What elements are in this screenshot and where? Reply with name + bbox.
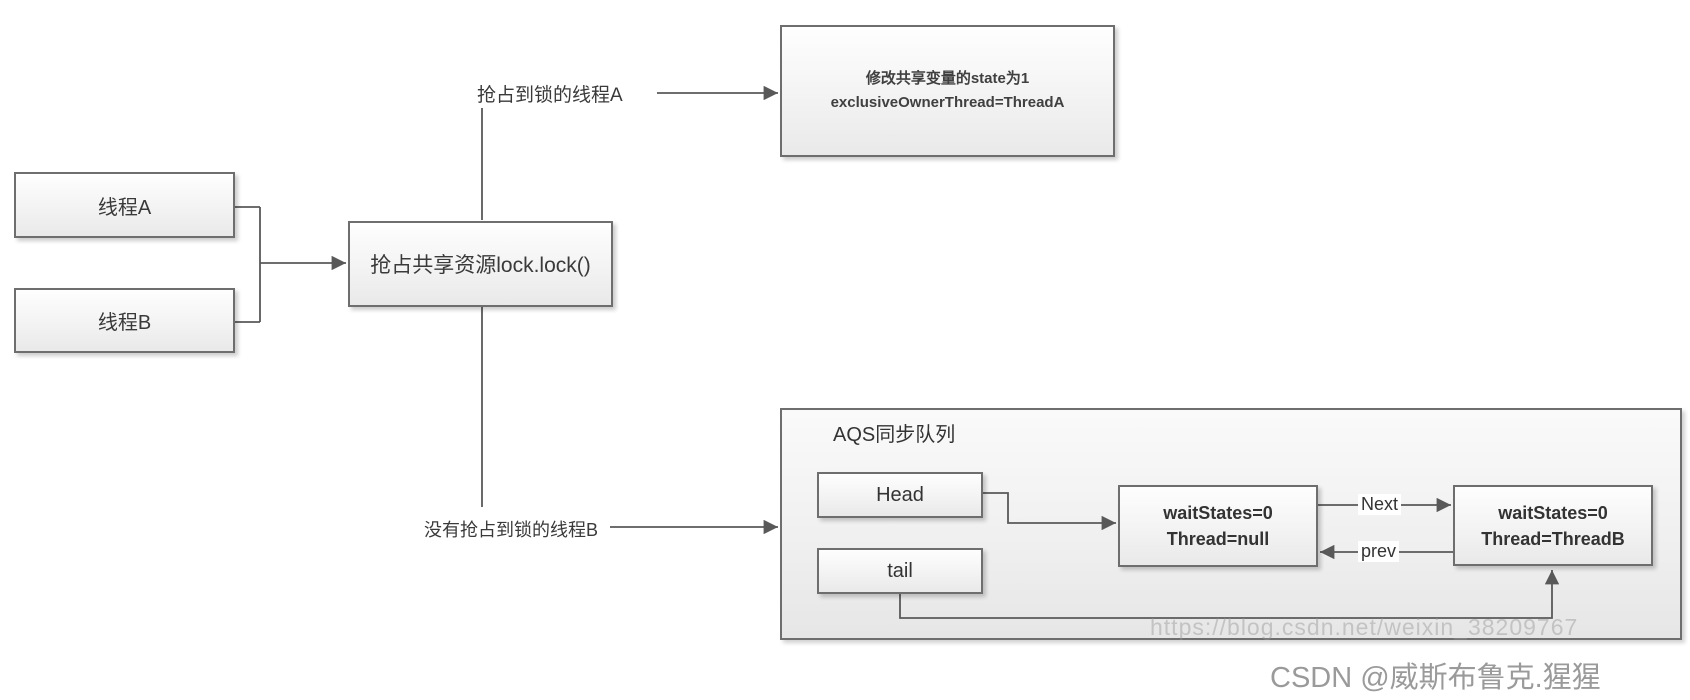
thread-a-box-label: 线程A xyxy=(97,196,152,219)
state-change-line2: exclusiveOwnerThread=ThreadA xyxy=(830,94,1065,111)
watermark-credit: CSDN @威斯布鲁克.猩猩 xyxy=(1270,662,1601,694)
state-change-box: 修改共享变量的state为1 exclusiveOwnerThread=Thre… xyxy=(780,25,1115,157)
tail-box: tail xyxy=(817,548,983,594)
thread-b-box-label: 线程B xyxy=(97,312,152,334)
thread-a-box: 线程A xyxy=(14,172,235,238)
queue-node-null-line2: Thread=null xyxy=(1166,529,1270,549)
flow-label-thread-b: 没有抢占到锁的线程B xyxy=(424,520,599,540)
queue-node-threadb-line1: waitStates=0 xyxy=(1498,502,1608,523)
queue-node-threadb: waitStates=0 Thread=ThreadB xyxy=(1453,485,1653,566)
queue-node-null-line1: waitStates=0 xyxy=(1163,503,1273,523)
queue-node-threadb-line2: Thread=ThreadB xyxy=(1481,528,1625,549)
threads-bracket-line xyxy=(235,206,261,323)
aqs-title: AQS同步队列 xyxy=(833,424,956,446)
flow-label-thread-a: 抢占到锁的线程A xyxy=(477,85,623,106)
edge-label-next: Next xyxy=(1358,494,1402,515)
head-box-label: Head xyxy=(876,483,924,506)
state-change-line1: 修改共享变量的state为1 xyxy=(865,70,1030,87)
thread-b-box: 线程B xyxy=(14,288,235,353)
edge-label-prev: prev xyxy=(1358,541,1400,562)
head-box: Head xyxy=(817,472,983,518)
watermark-url: https://blog.csdn.net/weixin_38209767 xyxy=(1150,614,1579,640)
tail-box-label: tail xyxy=(887,559,913,582)
queue-node-null: waitStates=0 Thread=null xyxy=(1118,485,1318,567)
lock-box-label: 抢占共享资源lock.lock() xyxy=(370,254,591,277)
lock-box: 抢占共享资源lock.lock() xyxy=(348,221,613,307)
